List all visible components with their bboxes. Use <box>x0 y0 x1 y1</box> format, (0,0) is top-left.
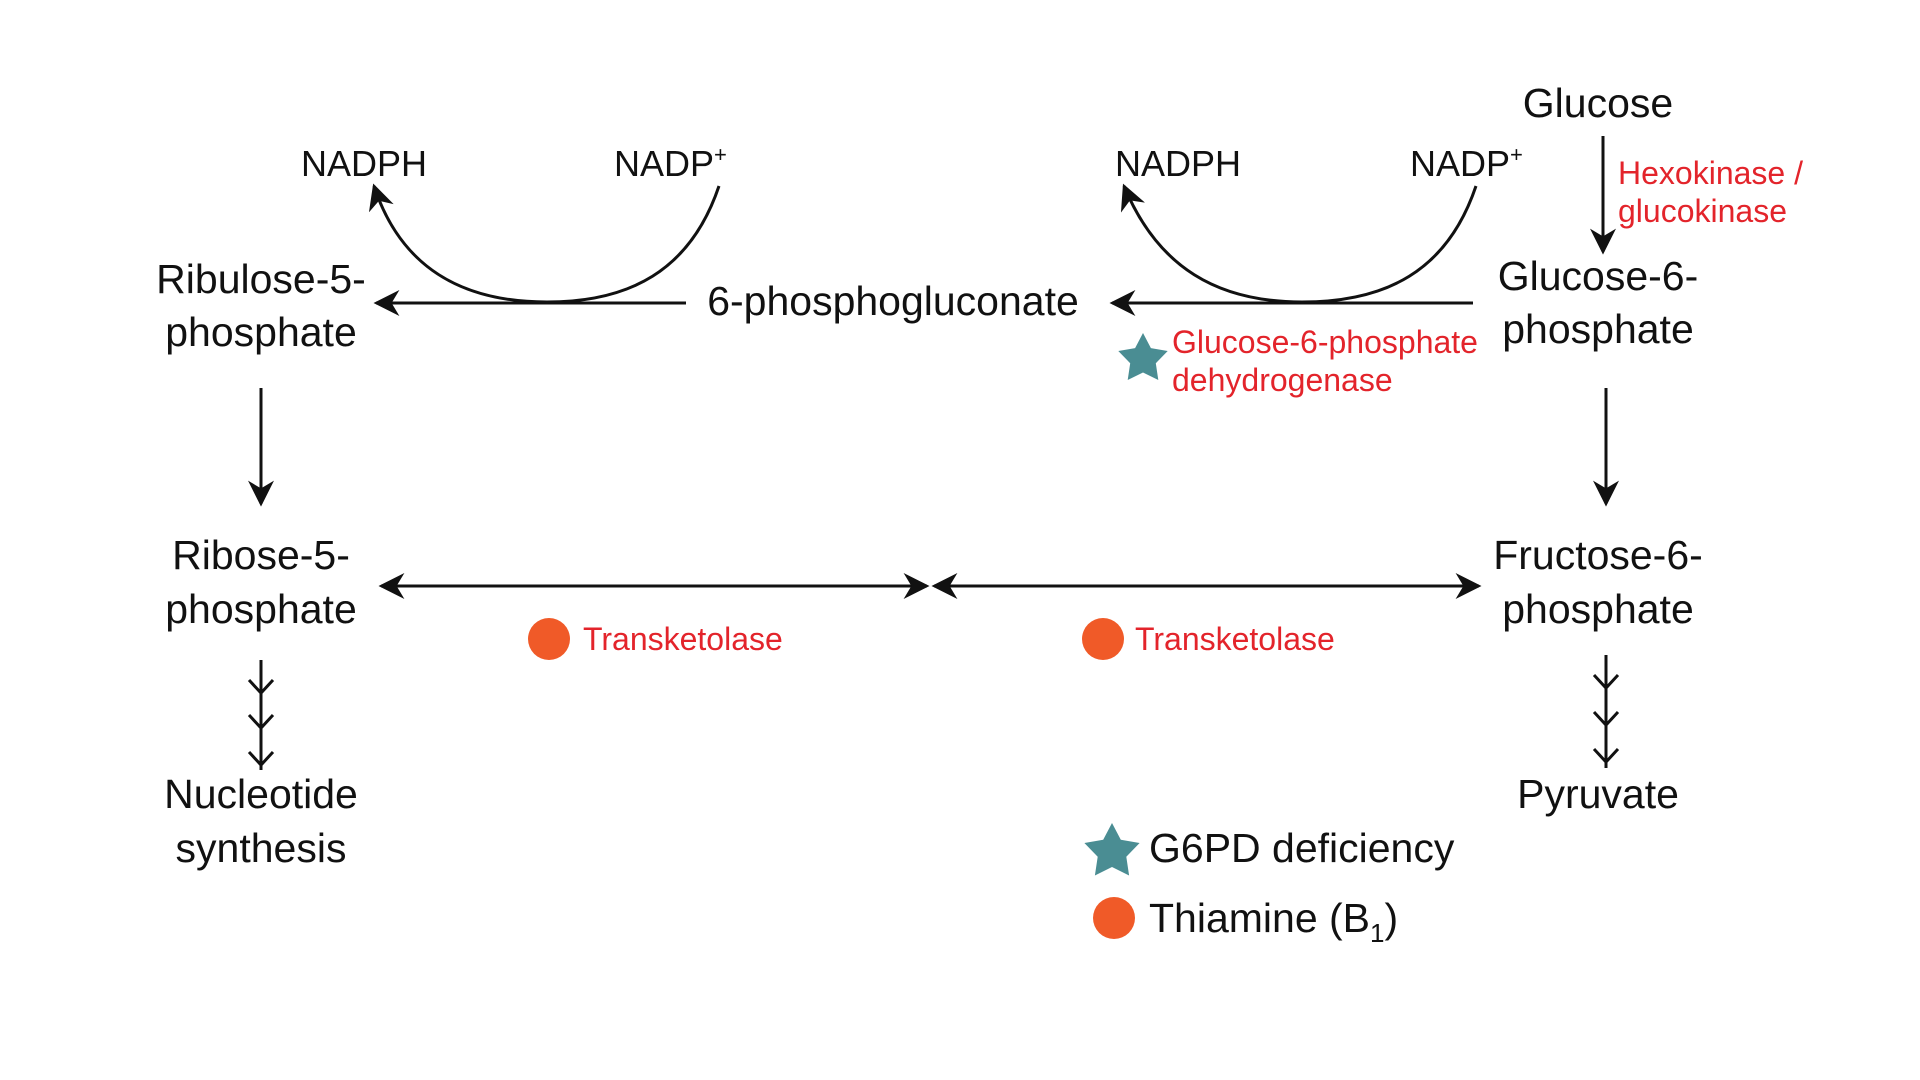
legend-circle-icon <box>1093 897 1135 939</box>
nadph-left-label: NADPH <box>301 143 427 184</box>
hexokinase-label-line2: glucokinase <box>1618 193 1787 229</box>
ribulose-5-phosphate-label-line2: phosphate <box>165 309 357 355</box>
ribose5p-to-nucleotide-multistep-arrow <box>247 660 275 770</box>
glucose-6-phosphate-label-line2: phosphate <box>1502 306 1694 352</box>
nucleotide-synthesis-label-line2: synthesis <box>176 825 347 871</box>
nadp-left-superscript: + <box>714 142 727 167</box>
legend-thiamine-text: Thiamine (B <box>1149 895 1370 941</box>
g6pd-label-line1: Glucose-6-phosphate <box>1172 324 1478 360</box>
glucose-6-phosphate-label-line1: Glucose-6- <box>1498 253 1699 299</box>
g6pd-label-line2: dehydrogenase <box>1172 362 1393 398</box>
glucose-label: Glucose <box>1523 80 1673 126</box>
g6pd-star-icon <box>1118 333 1168 380</box>
legend-thiamine-close-paren: ) <box>1384 895 1398 941</box>
nadp-right-text: NADP <box>1410 143 1510 184</box>
legend-thiamine-subscript: 1 <box>1370 918 1384 948</box>
legend-g6pd-deficiency-label: G6PD deficiency <box>1149 825 1455 871</box>
transketolase-right-label: Transketolase <box>1135 621 1335 657</box>
nadp-right-label: NADP+ <box>1410 142 1523 184</box>
transketolase-right-circle-icon <box>1082 618 1124 660</box>
6-phosphogluconate-label: 6-phosphogluconate <box>707 278 1079 324</box>
ribulose-5-phosphate-label-line1: Ribulose-5- <box>156 256 366 302</box>
pyruvate-label: Pyruvate <box>1517 771 1679 817</box>
transketolase-left-circle-icon <box>528 618 570 660</box>
ribose-5-phosphate-label-line1: Ribose-5- <box>172 532 350 578</box>
transketolase-left-label: Transketolase <box>583 621 783 657</box>
nadp-left-label: NADP+ <box>614 142 727 184</box>
legend-star-icon <box>1084 823 1140 876</box>
nadp-right-superscript: + <box>1510 142 1523 167</box>
nadp-left-text: NADP <box>614 143 714 184</box>
fructose-6-phosphate-label-line2: phosphate <box>1502 586 1694 632</box>
legend: G6PD deficiency Thiamine (B1) <box>1084 823 1455 948</box>
right-nadp-to-nadph-curve <box>1120 183 1478 304</box>
legend-thiamine-label: Thiamine (B1) <box>1149 895 1398 948</box>
left-nadp-to-nadph-curve <box>368 183 721 304</box>
f6p-to-pyruvate-multistep-arrow <box>1592 655 1620 768</box>
ribose-5-phosphate-label-line2: phosphate <box>165 586 357 632</box>
nadph-right-label: NADPH <box>1115 143 1241 184</box>
hexokinase-label-line1: Hexokinase / <box>1618 155 1803 191</box>
nucleotide-synthesis-label-line1: Nucleotide <box>164 771 358 817</box>
fructose-6-phosphate-label-line1: Fructose-6- <box>1493 532 1703 578</box>
